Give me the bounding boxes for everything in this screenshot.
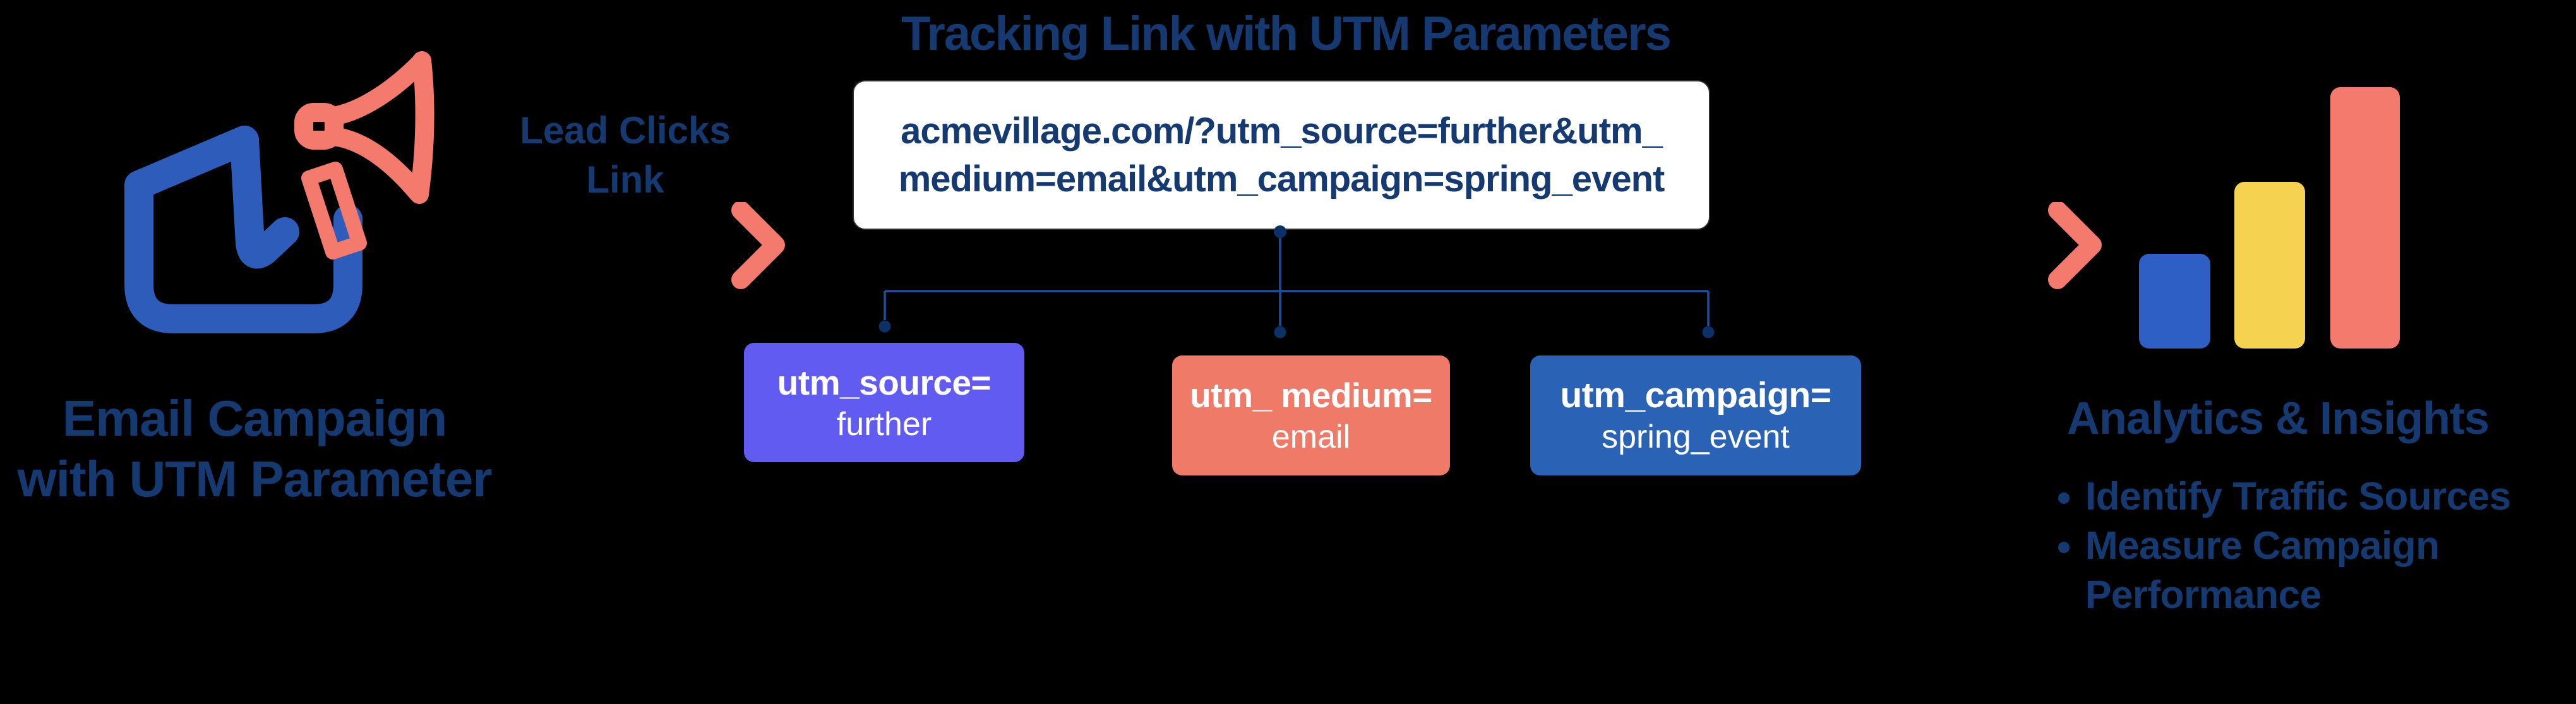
bar-chart-coral-bar: [2330, 87, 2400, 349]
connector-lines: [878, 225, 1715, 338]
lead-clicks-label: Lead Clicks Link: [480, 106, 770, 205]
utm-medium-box: utm_ medium= email: [1172, 355, 1450, 475]
tracking-url-line1: acmevillage.com/?utm_source=further&utm_: [901, 110, 1663, 152]
connector-dots: [878, 225, 1715, 338]
utm-source-name: utm_source=: [777, 362, 991, 402]
analytics-bullet-1: Identify Traffic Sources: [2085, 472, 2576, 522]
analytics-title: Analytics & Insights: [2066, 393, 2489, 444]
email-campaign-label: Email Campaign with UTM Parameter: [0, 388, 509, 510]
tracking-link-title: Tracking Link with UTM Parameters: [901, 7, 1672, 61]
megaphone-icon: [294, 51, 434, 260]
tracking-url-line2: medium=email&utm_campaign=spring_event: [898, 158, 1665, 200]
tracking-url-box: acmevillage.com/?utm_source=further&utm_…: [853, 80, 1710, 230]
lead-clicks-label-line2: Link: [586, 158, 664, 201]
bar-chart-blue-bar: [2139, 254, 2210, 349]
utm-campaign-box: utm_campaign= spring_event: [1530, 355, 1861, 475]
bar-chart-icon: [2139, 87, 2400, 349]
utm-source-box: utm_source= further: [744, 343, 1024, 462]
utm-campaign-value: spring_event: [1602, 419, 1790, 455]
email-megaphone-icon: [124, 51, 434, 333]
lead-clicks-label-line1: Lead Clicks: [520, 109, 731, 152]
utm-medium-value: email: [1271, 419, 1351, 455]
email-campaign-label-line2: with UTM Parameter: [17, 451, 492, 507]
utm-source-value: further: [836, 405, 932, 443]
bar-chart-yellow-bar: [2234, 182, 2305, 349]
utm-campaign-name: utm_campaign=: [1560, 375, 1831, 415]
dashed-arrow-left-icon: [475, 202, 785, 289]
dashed-arrow-right-icon: [1792, 202, 2102, 289]
envelope-icon: [124, 126, 362, 333]
analytics-bullet-list: Identify Traffic Sources Measure Campaig…: [2040, 472, 2576, 620]
analytics-bullet-2: Measure Campaign Performance: [2085, 522, 2576, 620]
email-campaign-label-line1: Email Campaign: [62, 390, 447, 446]
utm-medium-name: utm_ medium=: [1190, 376, 1432, 415]
